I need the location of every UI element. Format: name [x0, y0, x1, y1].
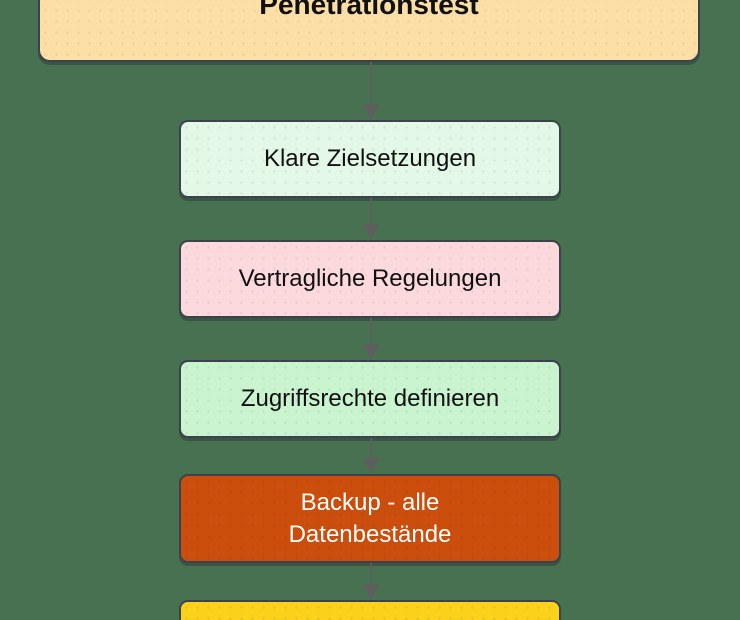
- arrow-shaft: [370, 198, 372, 224]
- arrow-head-icon: [363, 344, 379, 360]
- connector-arrow: [363, 438, 379, 474]
- flow-node-backup-alle-datenbestaende: Backup - alle Datenbestände: [179, 474, 561, 563]
- connector-arrow: [363, 62, 379, 120]
- arrow-shaft: [370, 62, 372, 104]
- connector-arrow: [363, 318, 379, 360]
- connector-arrow: [363, 198, 379, 240]
- flow-node-vertragliche-regelungen: Vertragliche Regelungen: [179, 240, 561, 318]
- flow-node-label: Klare Zielsetzungen: [263, 145, 477, 173]
- flow-node-label: Vertragliche Regelungen: [238, 265, 502, 293]
- arrow-head-icon: [363, 104, 379, 120]
- arrow-shaft: [370, 438, 372, 458]
- flow-node-cropped-yellow: [179, 600, 561, 620]
- flow-node-label: Zugriffsrechte definieren: [240, 385, 500, 413]
- flow-node-klare-zielsetzungen: Klare Zielsetzungen: [179, 120, 561, 198]
- arrow-head-icon: [363, 584, 379, 600]
- arrow-head-icon: [363, 458, 379, 474]
- flow-node-zugriffsrechte-definieren: Zugriffsrechte definieren: [179, 360, 561, 438]
- flow-node-label: Penetrationstest: [259, 0, 479, 20]
- flow-node-penetrationstest: Penetrationstest: [38, 0, 700, 62]
- arrow-shaft: [370, 563, 372, 584]
- flow-node-label: Backup - alle Datenbestände: [288, 489, 452, 548]
- arrow-head-icon: [363, 224, 379, 240]
- arrow-shaft: [370, 318, 372, 344]
- connector-arrow: [363, 563, 379, 600]
